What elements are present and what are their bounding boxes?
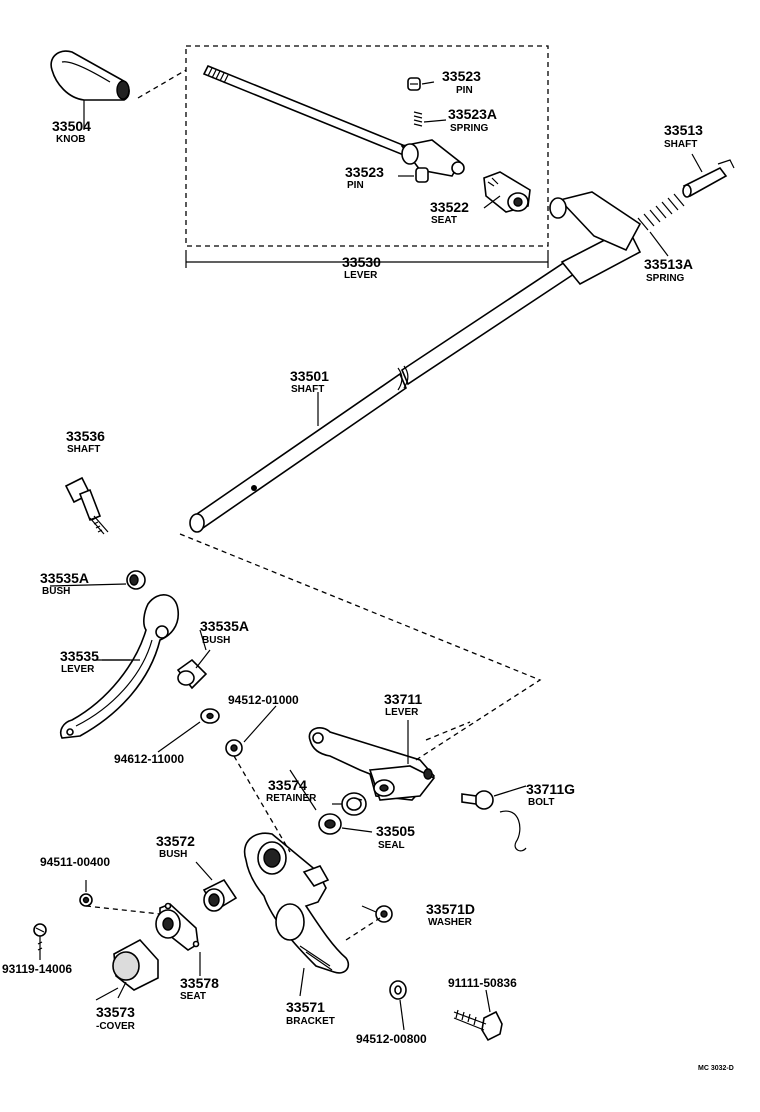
bush-right-part bbox=[176, 649, 211, 690]
label-33578-name: SEAT bbox=[180, 991, 206, 1002]
hex-bolt-part bbox=[453, 1009, 503, 1042]
label-33711g-number: 33711G bbox=[526, 781, 575, 797]
label-33505-name: SEAL bbox=[378, 840, 405, 851]
label-33578-number: 33578 bbox=[180, 975, 219, 991]
label-33571-name: BRACKET bbox=[286, 1016, 335, 1027]
label-93119-14006: 93119-14006 bbox=[2, 962, 72, 976]
label-33504-name: KNOB bbox=[56, 134, 85, 145]
label-33530-name: LEVER bbox=[344, 270, 378, 281]
label-33513-name: SHAFT bbox=[664, 139, 697, 150]
label-33522-name: SEAT bbox=[431, 215, 457, 226]
label-33573-number: 33573 bbox=[96, 1004, 135, 1020]
bush-cylinder-part bbox=[195, 861, 238, 912]
spring-large-part bbox=[637, 193, 685, 257]
bolt-part bbox=[461, 785, 527, 852]
lock-nut-part bbox=[389, 980, 407, 1031]
pin-middle-part bbox=[398, 167, 429, 183]
lever-assembly-box bbox=[185, 45, 549, 247]
spring-small-part bbox=[413, 111, 447, 127]
pin-top-part bbox=[407, 77, 421, 91]
lever-rod-part bbox=[202, 64, 465, 177]
retainer-part bbox=[332, 792, 367, 816]
label-33574-number: 33574 bbox=[268, 777, 307, 793]
label-33571-number: 33571 bbox=[286, 999, 325, 1015]
label-33572-name: BUSH bbox=[159, 849, 187, 860]
label-33513-number: 33513 bbox=[664, 122, 703, 138]
label-33523-mid-name: PIN bbox=[347, 180, 364, 191]
label-33572-number: 33572 bbox=[156, 833, 195, 849]
seat-flange-part bbox=[155, 902, 201, 976]
label-33523a-number: 33523A bbox=[448, 106, 497, 122]
label-94511-00400: 94511-00400 bbox=[40, 855, 110, 869]
bush-left-part bbox=[126, 570, 146, 590]
nut-94612-part bbox=[157, 708, 220, 753]
label-33523a-name: SPRING bbox=[450, 123, 489, 134]
label-33513a-name: SPRING bbox=[646, 273, 685, 284]
label-33523-top-name: PIN bbox=[456, 85, 473, 96]
label-33535a-right-number: 33535A bbox=[200, 618, 249, 634]
control-lever-part bbox=[308, 720, 436, 801]
seal-part bbox=[318, 813, 373, 835]
label-33711g-name: BOLT bbox=[528, 797, 554, 808]
label-33535-number: 33535 bbox=[60, 648, 99, 664]
label-33535a-right-name: BUSH bbox=[202, 635, 230, 646]
label-33501-number: 33501 bbox=[290, 368, 329, 384]
label-33573-name: -COVER bbox=[96, 1021, 136, 1032]
shaft-small-part bbox=[682, 153, 735, 198]
bracket-part bbox=[243, 832, 350, 974]
screw-part bbox=[33, 923, 47, 960]
label-33571d-number: 33571D bbox=[426, 901, 475, 917]
label-33536-number: 33536 bbox=[66, 428, 105, 444]
label-33501-name: SHAFT bbox=[291, 384, 324, 395]
small-nut-part bbox=[79, 880, 93, 907]
label-33711-number: 33711 bbox=[384, 691, 422, 707]
label-33523-mid-number: 33523 bbox=[345, 164, 384, 180]
label-33711-name: LEVER bbox=[385, 707, 419, 718]
label-33574-name: RETAINER bbox=[266, 793, 317, 804]
label-33522-number: 33522 bbox=[430, 199, 469, 215]
seat-top-part bbox=[483, 171, 531, 213]
label-91111-50836: 91111-50836 bbox=[448, 976, 517, 990]
figure-code: MC 3032-D bbox=[698, 1065, 734, 1072]
main-shaft-part bbox=[189, 191, 642, 533]
label-33504-number: 33504 bbox=[52, 118, 91, 134]
label-33535a-left-number: 33535A bbox=[40, 570, 89, 586]
label-33530-number: 33530 bbox=[342, 254, 381, 270]
label-33535a-left-name: BUSH bbox=[42, 586, 70, 597]
nut-94512-01000-part bbox=[225, 705, 277, 757]
shaft-bolt-part bbox=[64, 476, 109, 535]
label-33571d-name: WASHER bbox=[428, 917, 473, 928]
knob-part bbox=[50, 50, 130, 101]
label-94512-00800: 94512-00800 bbox=[356, 1032, 427, 1046]
label-33505-number: 33505 bbox=[376, 823, 415, 839]
label-94612-11000: 94612-11000 bbox=[114, 752, 184, 766]
label-33523-top-number: 33523 bbox=[442, 68, 481, 84]
label-33513a-number: 33513A bbox=[644, 256, 693, 272]
label-33536-name: SHAFT bbox=[67, 444, 100, 455]
label-33535-name: LEVER bbox=[61, 664, 95, 675]
cover-part bbox=[112, 938, 159, 999]
label-94512-01000: 94512-01000 bbox=[228, 693, 299, 707]
